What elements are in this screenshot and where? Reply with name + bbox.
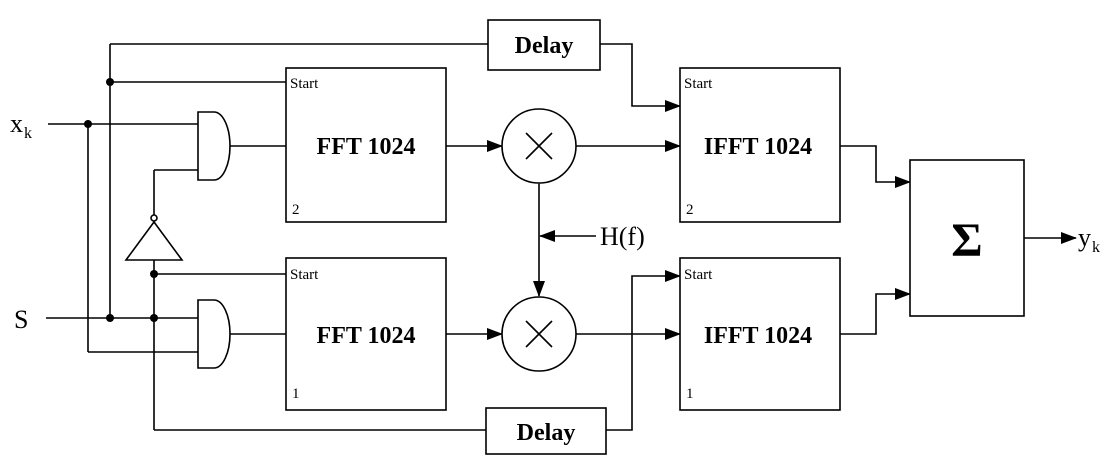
ifft-top-start-label: Start	[684, 76, 713, 92]
ifft-block-top: Start IFFT 1024 2	[679, 67, 841, 223]
input-s-label: S	[14, 305, 28, 334]
ifft-bottom-start-label: Start	[684, 267, 713, 283]
input-x-subscript: k	[24, 125, 32, 142]
ifft-bottom-title: IFFT 1024	[704, 323, 812, 349]
fft-top-title: FFT 1024	[317, 134, 416, 160]
ifft-top-title: IFFT 1024	[704, 134, 812, 160]
and-gate-bottom	[197, 299, 231, 369]
output-y-label: y k	[1078, 223, 1100, 256]
delay-box-top: Delay	[487, 19, 601, 71]
multiplier-bottom	[501, 296, 577, 372]
fft-bottom-title: FFT 1024	[317, 323, 416, 349]
delay-label-bottom: Delay	[517, 420, 576, 446]
output-y-subscript: k	[1092, 239, 1100, 256]
inverter-gate	[124, 214, 184, 261]
delay-label-top: Delay	[515, 33, 574, 59]
ifft-block-bottom: Start IFFT 1024 1	[679, 257, 841, 411]
multiplier-top	[501, 108, 577, 184]
ifft-bottom-index: 1	[686, 386, 694, 402]
fft-top-index: 2	[292, 202, 300, 218]
filter-label: H(f)	[600, 222, 645, 251]
fft-top-start-label: Start	[290, 76, 319, 92]
input-x-main: x	[10, 109, 23, 138]
ifft-top-index: 2	[686, 202, 694, 218]
fft-bottom-start-label: Start	[290, 267, 319, 283]
and-gate-top	[197, 111, 231, 181]
sum-block: Σ	[909, 159, 1025, 317]
sum-symbol: Σ	[951, 214, 982, 267]
fft-bottom-index: 1	[292, 386, 300, 402]
junction-dots	[84, 78, 158, 322]
input-x-label: x k	[10, 109, 32, 142]
fft-block-bottom: Start FFT 1024 1	[285, 257, 447, 411]
delay-box-bottom: Delay	[485, 407, 607, 455]
fft-block-top: Start FFT 1024 2	[285, 67, 447, 223]
wires	[46, 43, 1077, 431]
output-y-main: y	[1078, 223, 1091, 252]
